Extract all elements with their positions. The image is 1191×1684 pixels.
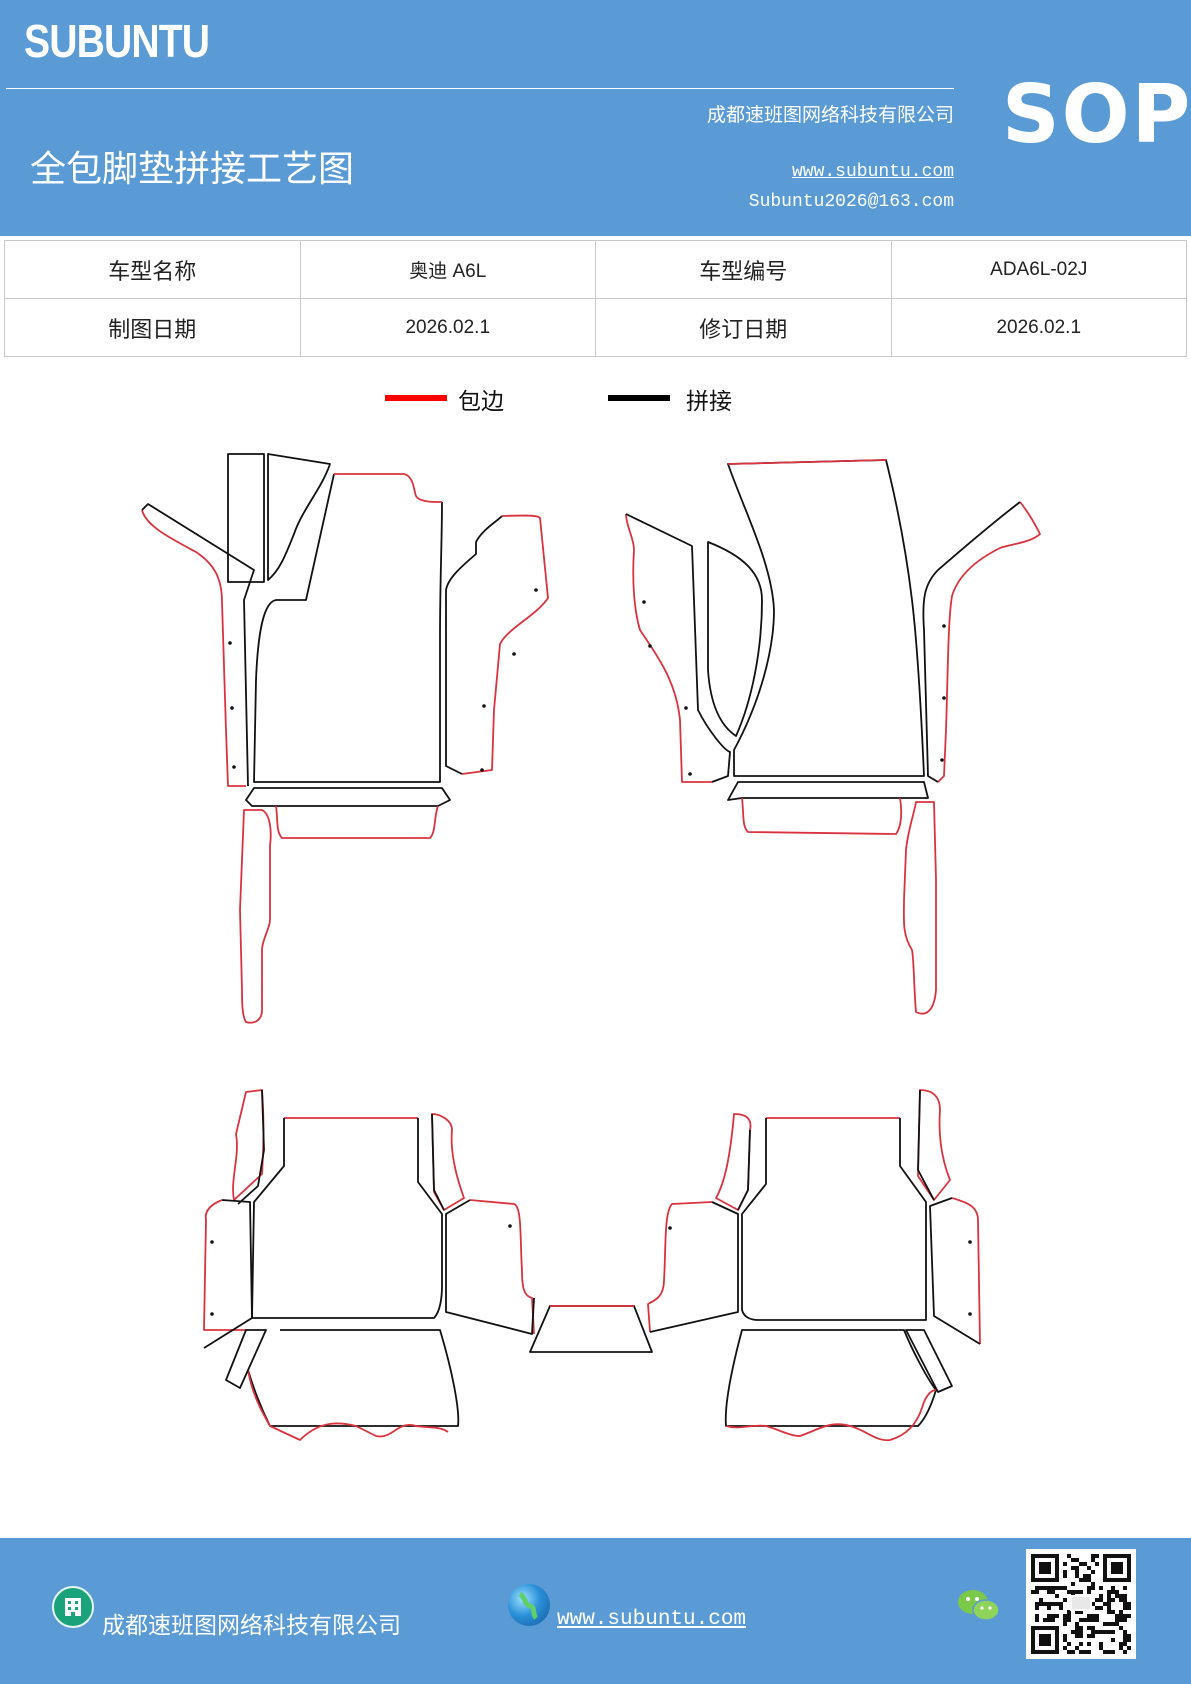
rear-left-right-panel-seam — [445, 1199, 535, 1335]
rear-right-left-panel-edge — [647, 1201, 713, 1333]
globe-icon — [508, 1584, 550, 1626]
label-model-code: 车型编号 — [595, 240, 892, 299]
value-model-code: ADA6L-02J — [890, 240, 1187, 299]
driver-front-strip-b — [267, 453, 331, 581]
rear-right-left-strip-seam — [737, 1129, 751, 1211]
rear-left-heel-seam — [247, 1329, 460, 1427]
header-banner: SUBUNTU 成都速班图网络科技有限公司 全包脚垫拼接工艺图 www.subu… — [0, 0, 1191, 236]
passenger-front-heel-seam — [727, 781, 929, 801]
building-icon — [52, 1586, 94, 1628]
value-model-name: 奥迪 A6L — [299, 240, 596, 299]
document-title: 全包脚垫拼接工艺图 — [30, 149, 355, 190]
rear-right-heel-slit — [905, 1329, 953, 1393]
label-revision-date: 修订日期 — [595, 298, 892, 357]
footer-website-link[interactable]: www.subuntu.com — [557, 1608, 747, 1631]
passenger-front-inner-strip — [707, 541, 763, 737]
rear-right-front-strip-seam — [917, 1089, 935, 1201]
passenger-front-right-side-seam — [922, 501, 1021, 783]
rear-left-front-strip-seam — [237, 1089, 265, 1205]
passenger-front-mat — [625, 459, 1041, 1015]
rear-right-left-panel-seam — [649, 1201, 739, 1333]
rear-right-heel-edge — [725, 1389, 937, 1442]
rear-left-left-panel-edge — [203, 1199, 246, 1331]
rear-left-right-strip-edge — [431, 1113, 465, 1211]
label-model-name: 车型名称 — [4, 240, 301, 299]
rear-right-mat — [647, 1089, 981, 1442]
label-draw-date: 制图日期 — [4, 298, 301, 357]
rear-right-center-seams — [741, 1118, 927, 1321]
rear-left-right-strip-seam — [431, 1113, 445, 1211]
passenger-front-heel-edge — [741, 797, 903, 835]
driver-front-main-edge — [334, 473, 442, 503]
header-website-link[interactable]: www.subuntu.com — [791, 162, 954, 182]
legend-seam-label: 拼接 — [686, 389, 732, 415]
driver-front-heel-edge — [275, 805, 439, 839]
rear-right-right-panel-edge — [951, 1197, 981, 1345]
legend-edge-swatch — [385, 395, 447, 401]
value-draw-date: 2026.02.1 — [299, 298, 596, 357]
passenger-front-left-side-edge — [625, 513, 712, 783]
brand-logo: SUBUNTU — [24, 15, 210, 67]
table-row: 制图日期 2026.02.1 修订日期 2026.02.1 — [4, 298, 1187, 357]
header-email[interactable]: Subuntu2026@163.com — [748, 192, 954, 212]
driver-front-strip-a — [227, 453, 265, 583]
passenger-front-right-side-edge — [937, 501, 1041, 783]
rear-left-mat — [203, 1089, 535, 1441]
driver-front-tunnel-strip — [239, 809, 272, 1024]
rear-right-right-panel-seam — [929, 1197, 981, 1345]
driver-front-left-side-seam — [141, 503, 255, 787]
header-company: 成都速班图网络科技有限公司 — [706, 104, 954, 126]
mat-pattern-drawing — [141, 453, 1041, 1442]
header-divider — [6, 88, 954, 89]
driver-front-left-side-edge — [141, 509, 246, 787]
rear-center-tunnel-seam — [529, 1305, 653, 1353]
legend-edge-label: 包边 — [458, 389, 504, 415]
rear-right-heel-seam — [724, 1329, 937, 1427]
sop-badge: SOP — [1002, 68, 1191, 161]
table-row: 车型名称 奥迪 A6L 车型编号 ADA6L-02J — [4, 240, 1187, 299]
qr-code — [1026, 1549, 1136, 1659]
driver-front-heel-seam — [245, 787, 451, 807]
driver-front-main-seams — [253, 473, 443, 783]
driver-front-right-side-edge — [461, 514, 549, 775]
value-revision-date: 2026.02.1 — [890, 298, 1187, 357]
rear-left-heel-edge — [247, 1369, 449, 1441]
legend: 包边 拼接 — [0, 380, 1191, 420]
rear-left-right-panel-edge — [469, 1199, 535, 1335]
rear-left-heel-slit — [225, 1329, 267, 1389]
passenger-front-main-seams — [727, 459, 925, 777]
footer-company: 成都速班图网络科技有限公司 — [102, 1613, 401, 1639]
rear-left-center-seams — [251, 1118, 443, 1319]
driver-front-mat — [141, 453, 549, 1024]
rear-center-tunnel-mat — [529, 1305, 653, 1353]
passenger-front-main-top-edge — [727, 459, 887, 465]
legend-seam-swatch — [608, 395, 670, 401]
passenger-front-tunnel-strip — [902, 801, 937, 1015]
vehicle-info-table: 车型名称 奥迪 A6L 车型编号 ADA6L-02J 制图日期 2026.02.… — [4, 240, 1187, 357]
passenger-front-left-side-seam — [625, 513, 731, 783]
rear-right-front-strip-edge — [917, 1089, 951, 1201]
wechat-icon[interactable] — [955, 1586, 1003, 1626]
rear-left-left-panel-seam — [203, 1199, 253, 1349]
rear-right-left-strip-edge — [715, 1113, 752, 1211]
driver-front-right-side-seam — [445, 515, 503, 775]
footer-banner: 成都速班图网络科技有限公司 www.subuntu.com — [0, 1538, 1191, 1684]
